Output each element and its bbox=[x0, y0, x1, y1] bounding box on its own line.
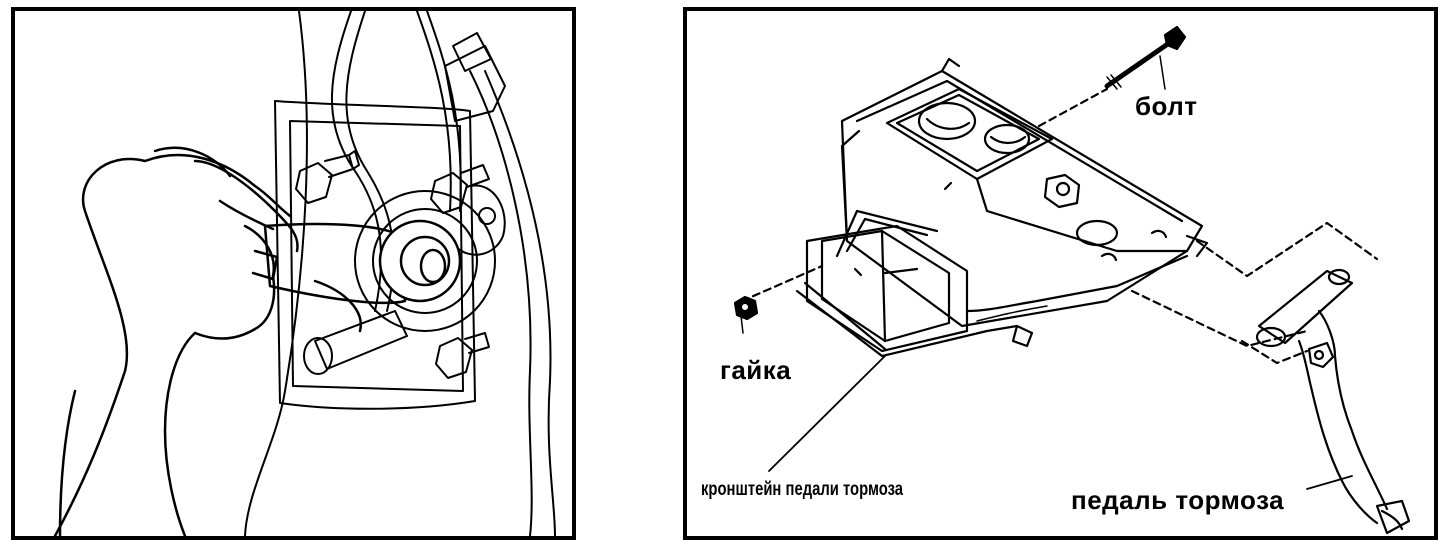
label-bracket: кронштейн педали тормоза bbox=[701, 479, 904, 500]
mounting-plate-inner bbox=[289, 120, 464, 392]
mounting-plate bbox=[274, 100, 476, 410]
label-pedal: педаль тормоза bbox=[1071, 485, 1285, 515]
bolt-part bbox=[1104, 25, 1187, 90]
bracket-part bbox=[795, 57, 1209, 358]
leader-line-bracket bbox=[768, 355, 886, 472]
nut-part bbox=[733, 295, 759, 321]
pedal-arm bbox=[454, 184, 506, 256]
assembly-line-bolt bbox=[1037, 87, 1109, 128]
connector-block bbox=[444, 45, 506, 122]
exploded-parts-panel: болт гайка кронштейн педали тормоза педа… bbox=[683, 7, 1438, 540]
booster-housing bbox=[354, 190, 496, 332]
bolt-upper-right bbox=[430, 164, 490, 214]
leader-line-pedal bbox=[1306, 475, 1353, 490]
wrench bbox=[263, 219, 462, 333]
panel-edge-line bbox=[484, 70, 556, 536]
assembly-line-pedal bbox=[1130, 289, 1309, 348]
exploded-parts-diagram bbox=[733, 25, 1411, 535]
push-rod bbox=[314, 310, 408, 370]
assembly-line-nut bbox=[740, 264, 824, 303]
leader-line-bolt bbox=[1159, 55, 1166, 90]
booster-inner-ring bbox=[372, 208, 478, 314]
assembly-line-pedal bbox=[1195, 221, 1379, 278]
panel-edge-line bbox=[469, 70, 533, 536]
label-nut: гайка bbox=[720, 355, 792, 385]
brake-pedal-part bbox=[1255, 268, 1411, 535]
hand-with-sleeve bbox=[53, 146, 299, 536]
cable-line bbox=[416, 11, 452, 212]
pedal-pivot bbox=[478, 207, 496, 225]
leader-line-nut bbox=[740, 315, 744, 334]
push-rod-end bbox=[303, 337, 333, 375]
wrench-illustration bbox=[53, 11, 556, 536]
wrench-illustration-panel bbox=[11, 7, 576, 540]
bolt-upper-left bbox=[295, 150, 360, 204]
connector-top bbox=[452, 32, 492, 72]
bolt-lower-right bbox=[435, 332, 490, 379]
assembly-line-pedal bbox=[1240, 339, 1309, 365]
label-bolt: болт bbox=[1135, 91, 1198, 121]
